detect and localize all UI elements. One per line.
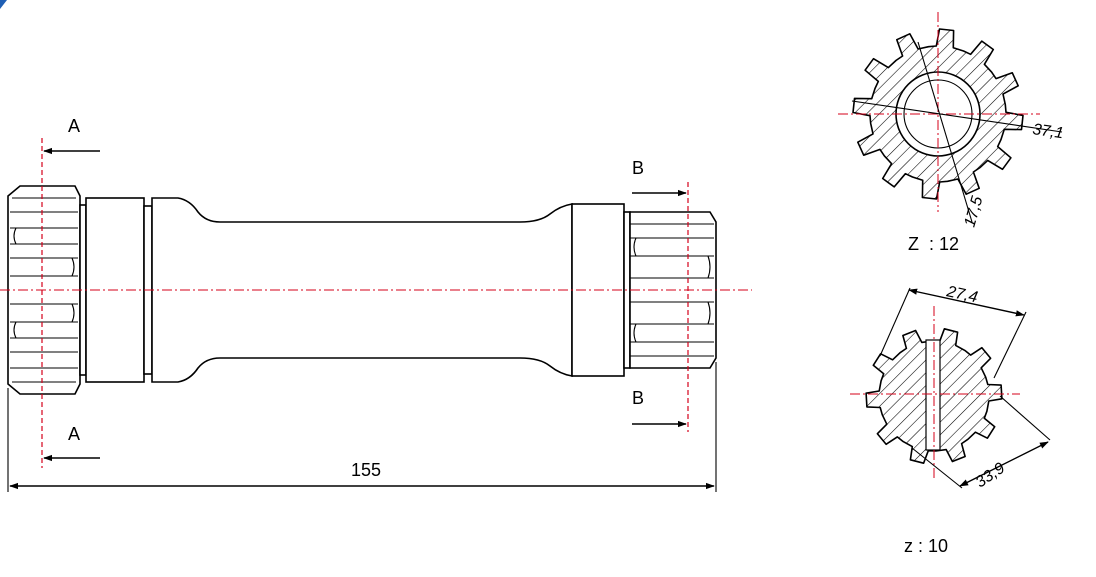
- section-b: B B: [632, 158, 689, 432]
- spline-tooth-count: z : 10: [904, 536, 948, 556]
- overall-length-dimension: 155: [7, 362, 717, 492]
- corner-mark: [0, 0, 7, 9]
- left-spline-grooves: [10, 211, 78, 369]
- section-a: A A: [41, 116, 100, 468]
- section-b-top-label: B: [632, 158, 644, 178]
- right-spline-grooves: [630, 223, 714, 357]
- gear-tooth-count: Z : 12: [908, 234, 959, 254]
- gear-outer-diameter: 37,1: [1031, 121, 1064, 142]
- section-a-bottom-label: A: [68, 424, 80, 444]
- spline-section-view: 27,4 33,9 z : 10: [850, 283, 1051, 556]
- section-a-top-label: A: [68, 116, 80, 136]
- overall-length-value: 155: [351, 460, 381, 480]
- gear-section-view: 37,1 17,5 Z : 12: [838, 12, 1065, 254]
- spline-width-a: 27,4: [944, 283, 979, 306]
- section-b-bottom-label: B: [632, 388, 644, 408]
